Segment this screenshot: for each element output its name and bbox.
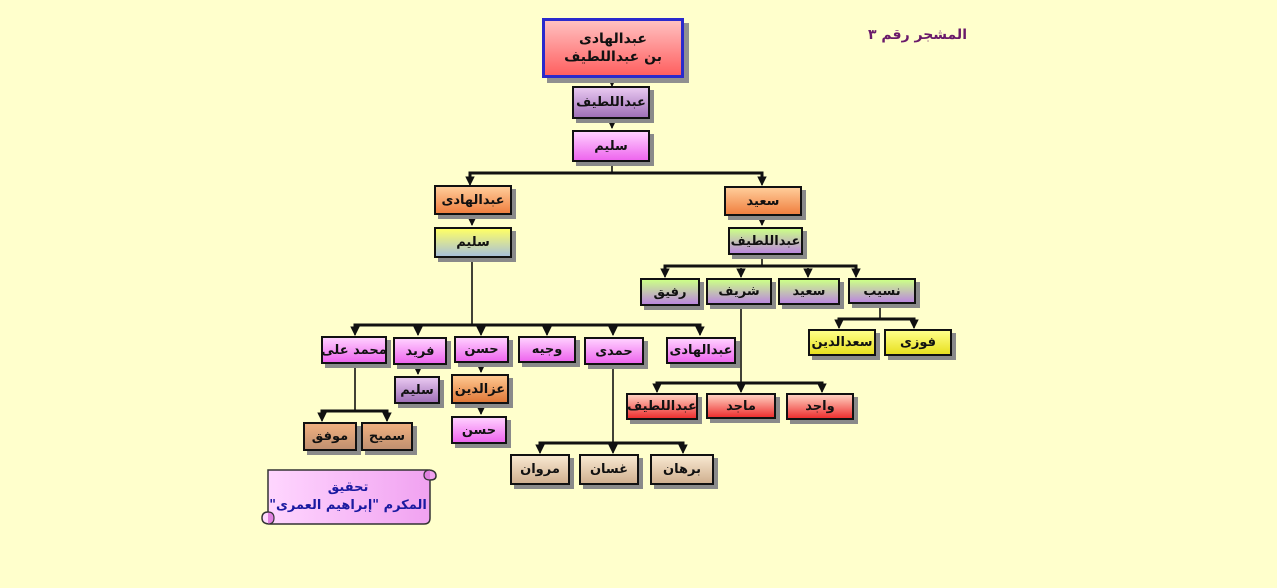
node-abdulhadi-3: عبدالهادى: [666, 337, 736, 364]
node-hasan-2: حسن: [451, 416, 507, 444]
node-burhan: برهان: [650, 454, 714, 485]
node-izzaldeen: عزالدين: [451, 374, 509, 404]
node-mohammad-ali: محمد على: [321, 336, 387, 364]
node-rafeeq: رفيق: [640, 278, 700, 306]
node-sameeh: سميح: [361, 422, 413, 451]
node-marwan: مروان: [510, 454, 570, 485]
root-name-line1: عبدالهادى: [579, 31, 647, 47]
node-saeed-1: سعيد: [724, 186, 802, 216]
node-saadaldeen: سعدالدين: [808, 329, 876, 356]
node-abdullatif-1: عبداللطيف: [572, 86, 650, 119]
node-fareed: فريد: [393, 337, 447, 365]
node-shareef: شريف: [706, 278, 772, 305]
credit-line1: تحقيق: [327, 480, 369, 495]
node-ghassan: غسان: [579, 454, 639, 485]
node-salim-3: سليم: [394, 376, 440, 404]
node-majed: ماجد: [706, 393, 776, 419]
credit-line2: المكرم "إبراهيم العمرى": [269, 498, 427, 513]
node-hamdi: حمدى: [584, 337, 644, 365]
node-naseeb: نسيب: [848, 278, 916, 304]
credit-text: تحقيق المكرم "إبراهيم العمرى": [258, 472, 438, 522]
node-abdullatif-2: عبداللطيف: [728, 227, 803, 255]
root-name-line2: بن عبداللطيف: [564, 49, 662, 65]
node-wajeeh: وجيه: [518, 336, 576, 363]
credit-scroll: [261, 469, 437, 525]
node-salim-2: سليم: [434, 227, 512, 258]
node-wajed: واجد: [786, 393, 854, 420]
node-fawzi: فوزى: [884, 329, 952, 356]
chart-number-label: المشجر رقم ٣: [868, 27, 967, 43]
node-salim-1: سليم: [572, 130, 650, 162]
node-muwaffaq: موفق: [303, 422, 357, 451]
node-abdulhadi-2: عبدالهادى: [434, 185, 512, 215]
node-saeed-2: سعيد: [778, 278, 840, 305]
node-hasan-1: حسن: [454, 336, 509, 363]
node-abdullatif-3: عبداللطيف: [626, 393, 698, 420]
node-root: عبدالهادى بن عبداللطيف: [542, 18, 684, 78]
